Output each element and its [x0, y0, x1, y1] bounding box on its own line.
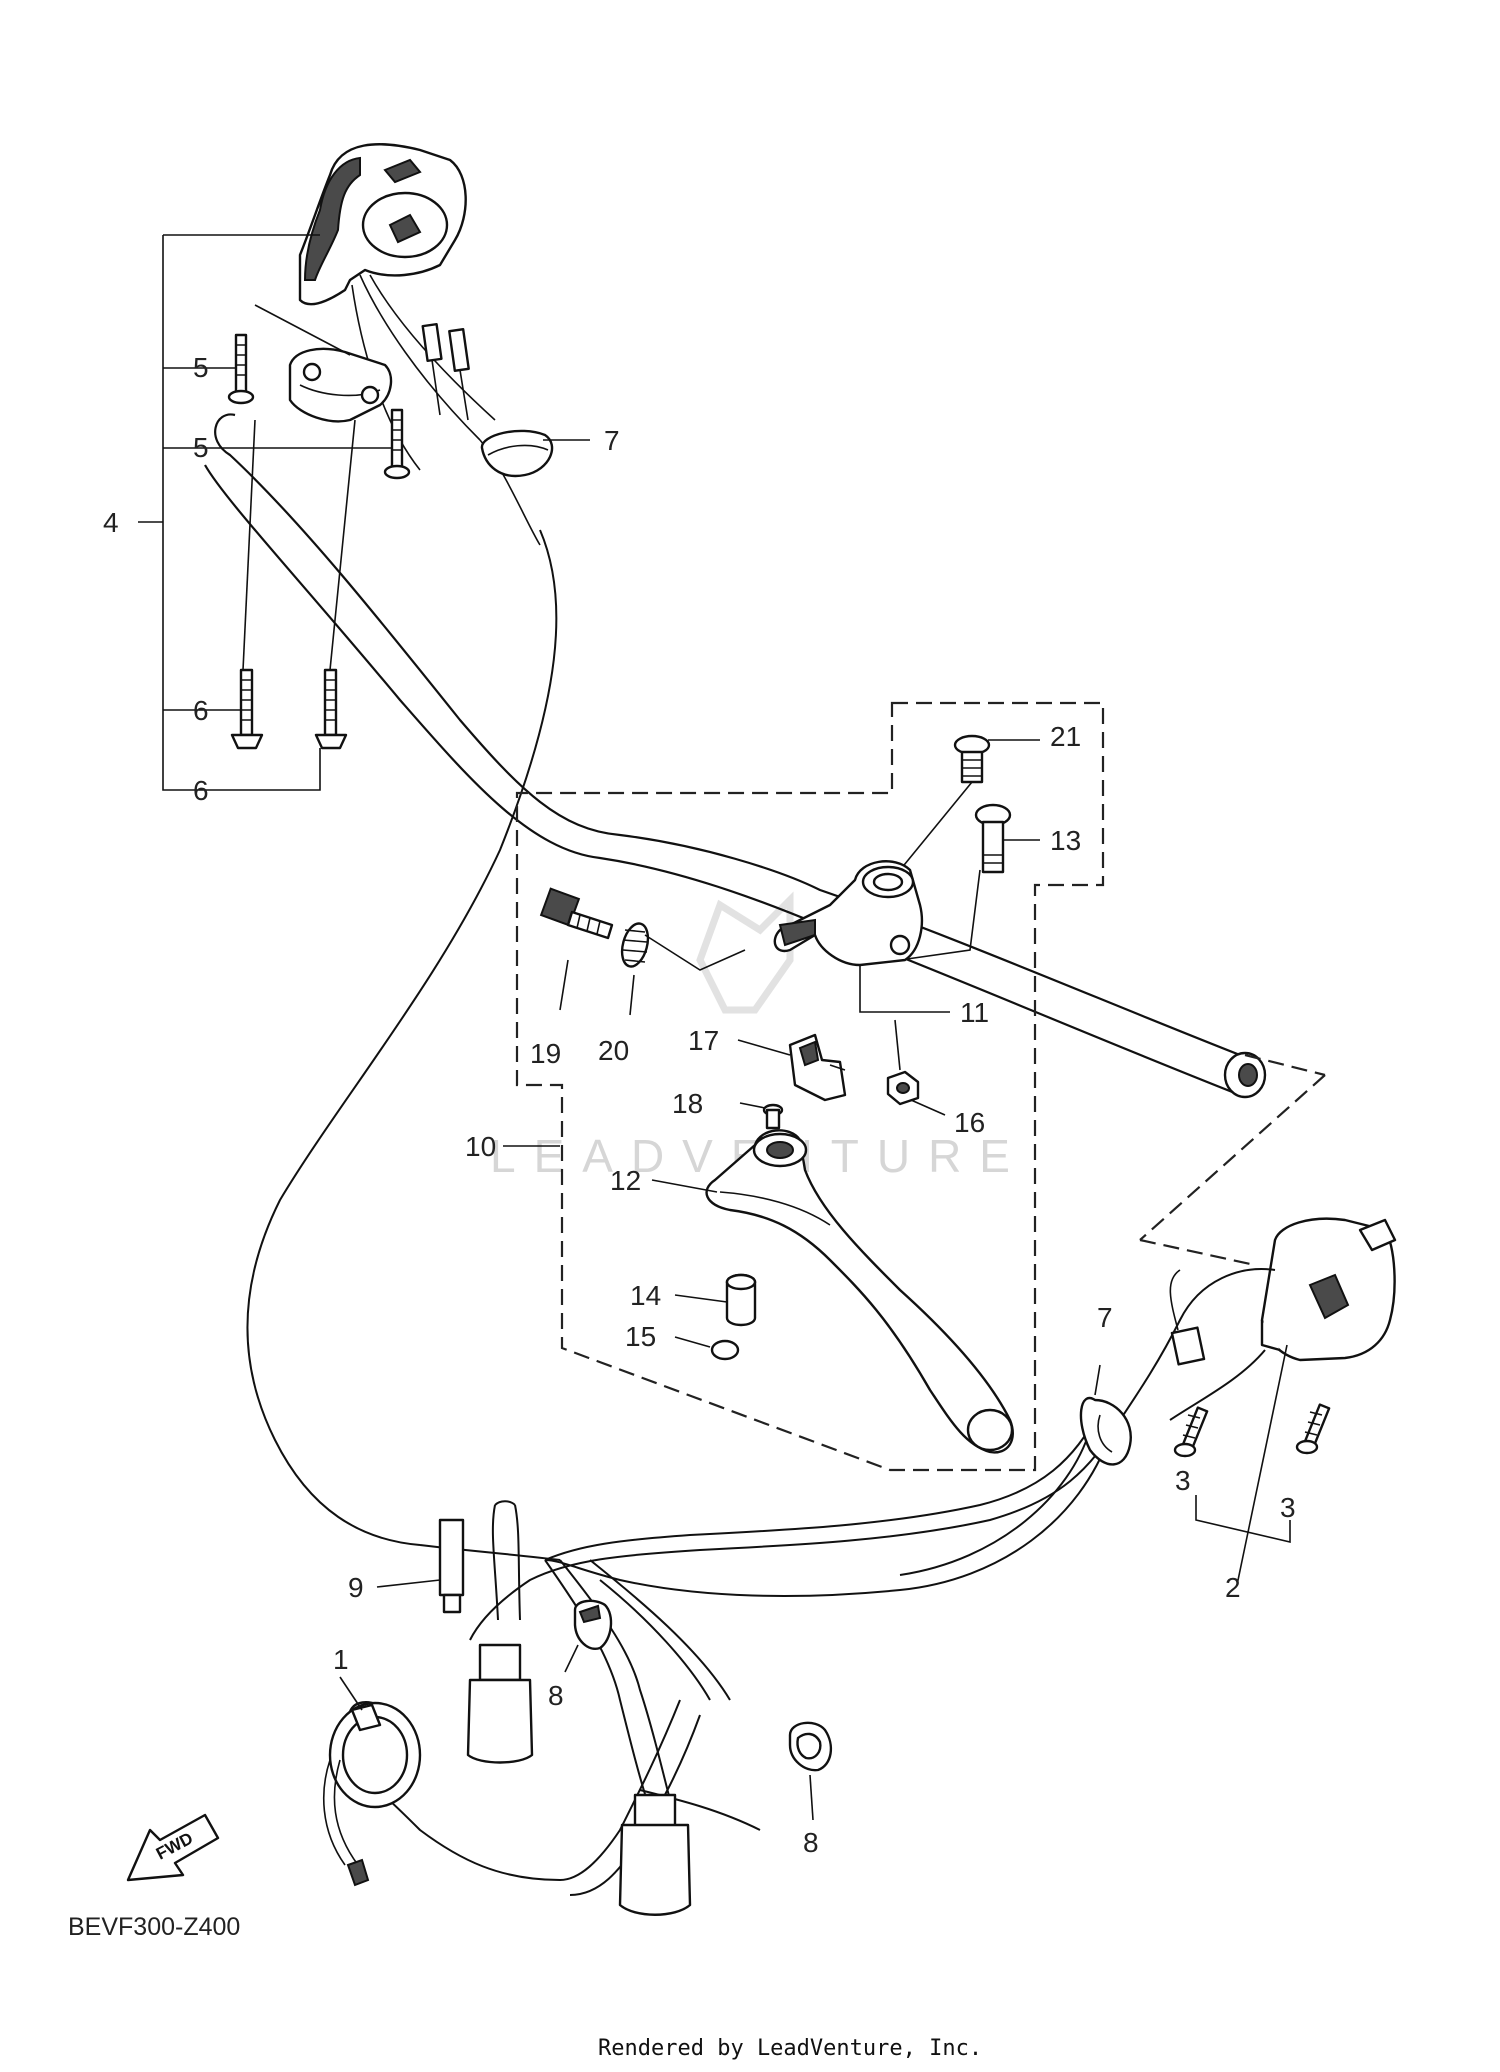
screw-3-left	[1173, 1406, 1209, 1458]
callout-18: 18	[672, 1088, 703, 1119]
handlebar-switch-1	[322, 1701, 422, 1887]
clutch-switch-17	[788, 1033, 847, 1102]
screw-6-right	[314, 668, 348, 750]
callout-19: 19	[530, 1038, 561, 1069]
callout-16: 16	[954, 1107, 985, 1138]
callout-13: 13	[1050, 825, 1081, 856]
callout-6-bottom: 6	[193, 775, 209, 806]
nut-16	[886, 1019, 920, 1106]
callout-10: 10	[465, 1131, 496, 1162]
callout-1: 1	[333, 1644, 349, 1675]
callouts: 1 2 3 3 4 5 5 6 6 7 7 8 8 9 10 11 12 13 …	[103, 352, 1296, 1858]
screw-5-right	[383, 408, 411, 480]
callout-3-left: 3	[1175, 1465, 1191, 1496]
clutch-assembly-boundary	[515, 701, 1105, 1472]
callout-5-mid: 5	[193, 432, 209, 463]
callout-15: 15	[625, 1321, 656, 1352]
adjuster-wheel-20	[620, 922, 650, 968]
right-switch-wire-1	[1119, 1268, 1276, 1421]
fwd-arrow-icon: FWD	[126, 1813, 220, 1882]
bolt-13	[899, 803, 1012, 961]
callout-17: 17	[688, 1025, 719, 1056]
callout-6-top: 6	[193, 695, 209, 726]
callout-14: 14	[630, 1280, 661, 1311]
diagram-code: BEVF300-Z400	[68, 1913, 240, 1941]
cable-holder-9	[438, 1518, 465, 1614]
callout-8-center: 8	[548, 1680, 564, 1711]
right-switch-wire-2	[1169, 1349, 1266, 1421]
switch-lower-cover	[288, 347, 393, 423]
screw-3-right	[1295, 1403, 1331, 1455]
cable-band-7-upper	[480, 429, 554, 478]
screw-guide-right	[329, 419, 356, 671]
callout-7-lower: 7	[1097, 1302, 1113, 1333]
callout-7-upper: 7	[604, 425, 620, 456]
callout-11: 11	[960, 997, 989, 1028]
callout-4: 4	[103, 507, 119, 538]
clutch-lever-12	[705, 1129, 1014, 1454]
screw-18	[762, 1103, 784, 1130]
render-credit: Rendered by LeadVenture, Inc.	[598, 2036, 982, 2061]
leader-11	[859, 965, 950, 1013]
guide-20	[644, 934, 746, 971]
callout-3-right: 3	[1280, 1492, 1296, 1523]
callout-2: 2	[1225, 1572, 1241, 1603]
cable-tie-8-center	[573, 1599, 613, 1650]
adjuster-bolt-19	[539, 887, 614, 940]
screw-5-left	[227, 333, 255, 405]
left-switch-cable	[246, 529, 558, 1546]
cable-tie-8-right	[788, 1721, 833, 1772]
left-handlebar-switch	[298, 143, 541, 546]
callout-12: 12	[610, 1165, 641, 1196]
harness-plug-left	[466, 1643, 534, 1764]
harness-plug-bottom	[618, 1793, 692, 1916]
main-wiring-harness	[329, 1409, 1121, 1896]
leader-lines	[138, 234, 1326, 1821]
o-ring-15	[710, 1339, 740, 1361]
screw-guide-left	[242, 419, 256, 671]
callout-21: 21	[1050, 721, 1081, 752]
callout-20: 20	[598, 1035, 629, 1066]
callout-5-top: 5	[193, 352, 209, 383]
bolt-21	[899, 734, 991, 871]
cable-band-7-lower	[1079, 1396, 1132, 1466]
collar-14	[725, 1273, 757, 1327]
right-handlebar-switch	[1260, 1217, 1397, 1362]
handlebar	[204, 413, 1267, 1099]
screw-guide-top	[254, 304, 351, 356]
connector-lead	[1169, 1269, 1181, 1331]
callout-8-right: 8	[803, 1827, 819, 1858]
left-switch-cable-end	[419, 1544, 561, 1561]
screw-6-left	[230, 668, 264, 750]
right-switch-connector	[1170, 1326, 1206, 1366]
clutch-lever-holder	[773, 860, 924, 967]
callout-9: 9	[348, 1572, 364, 1603]
leader-2	[1236, 1344, 1288, 1586]
